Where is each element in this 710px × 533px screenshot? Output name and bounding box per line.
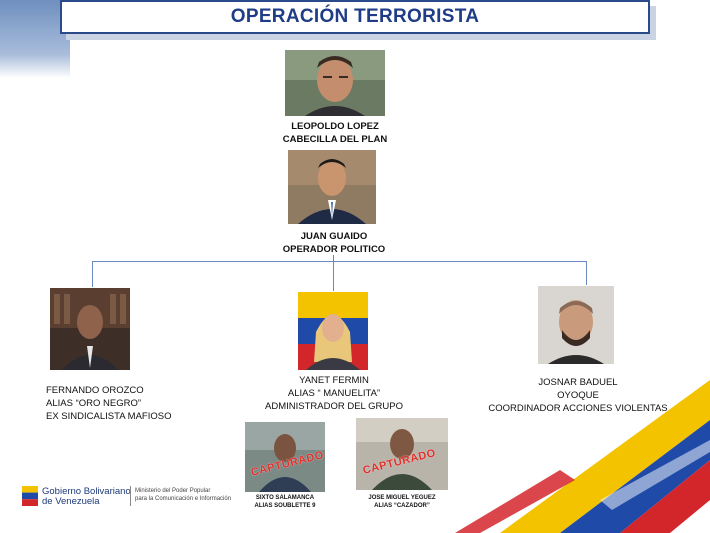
ministry-line-1: Ministerio del Poder Popular — [135, 488, 211, 494]
member-3-alias: OYOQUE — [557, 390, 599, 401]
member-2-name: YANET FERMIN — [299, 375, 369, 386]
government-logo: Gobierno Bolivariano de Venezuela Minist… — [22, 484, 252, 510]
member-3-role: COORDINADOR ACCIONES VIOLENTAS — [488, 403, 668, 414]
captured-1-alias: ALIAS SOUBLETTE 9 — [254, 503, 316, 509]
leader-caption: LEOPOLDO LOPEZ CABECILLA DEL PLAN — [255, 120, 415, 146]
connector-horizontal — [92, 261, 587, 262]
member-2-alias: ALIAS “ MANUELITA” — [287, 388, 381, 399]
captured-caption-1: SIXTO SALAMANCA ALIAS SOUBLETTE 9 — [235, 494, 335, 510]
member-photo-1 — [50, 288, 130, 370]
captured-photo-1 — [245, 422, 325, 492]
captured-photo-2 — [356, 418, 448, 490]
member-3-name: JOSNAR BADUEL — [538, 377, 618, 388]
member-1-alias: ALIAS “ORO NEGRO” — [46, 398, 142, 409]
operator-caption: JUAN GUAIDO OPERADOR POLITICO — [254, 230, 414, 256]
connector-center — [333, 255, 334, 291]
logo-separator — [130, 486, 131, 506]
member-1-role: EX SINDICALISTA MAFIOSO — [46, 411, 172, 422]
title-banner: OPERACIÓN TERRORISTA — [60, 0, 650, 34]
leader-name: LEOPOLDO LOPEZ — [291, 121, 379, 132]
operator-photo — [288, 150, 376, 224]
member-photo-2 — [298, 292, 368, 370]
logo-line-1: Gobierno Bolivariano — [42, 486, 131, 497]
member-photo-3 — [538, 286, 614, 364]
operator-role: OPERADOR POLITICO — [282, 244, 386, 255]
member-2-role: ADMINISTRADOR DEL GRUPO — [265, 401, 403, 412]
leader-photo — [285, 50, 385, 116]
member-caption-3: JOSNAR BADUEL OYOQUE COORDINADOR ACCIONE… — [480, 376, 676, 415]
member-caption-2: YANET FERMIN ALIAS “ MANUELITA” ADMINIST… — [234, 374, 434, 413]
captured-2-alias: ALIAS “CAZADOR” — [374, 503, 430, 509]
operator-name: JUAN GUAIDO — [300, 231, 368, 242]
captured-2-name: JOSE MIGUEL YEGUEZ — [368, 495, 436, 501]
logo-line-2: de Venezuela — [42, 496, 100, 507]
leader-role: CABECILLA DEL PLAN — [282, 134, 388, 145]
member-caption-1: FERNANDO OROZCO ALIAS “ORO NEGRO” EX SIN… — [46, 384, 246, 423]
connector-left — [92, 261, 93, 287]
captured-1-name: SIXTO SALAMANCA — [255, 495, 315, 501]
connector-right — [586, 261, 587, 285]
page-title: OPERACIÓN TERRORISTA — [230, 6, 480, 27]
member-1-name: FERNANDO OROZCO — [46, 385, 144, 396]
venezuela-flag-icon — [22, 486, 38, 506]
ministry-line-2: para la Comunicación e Información — [135, 496, 232, 502]
left-accent-decoration — [0, 0, 70, 78]
captured-caption-2: JOSE MIGUEL YEGUEZ ALIAS “CAZADOR” — [352, 494, 452, 510]
